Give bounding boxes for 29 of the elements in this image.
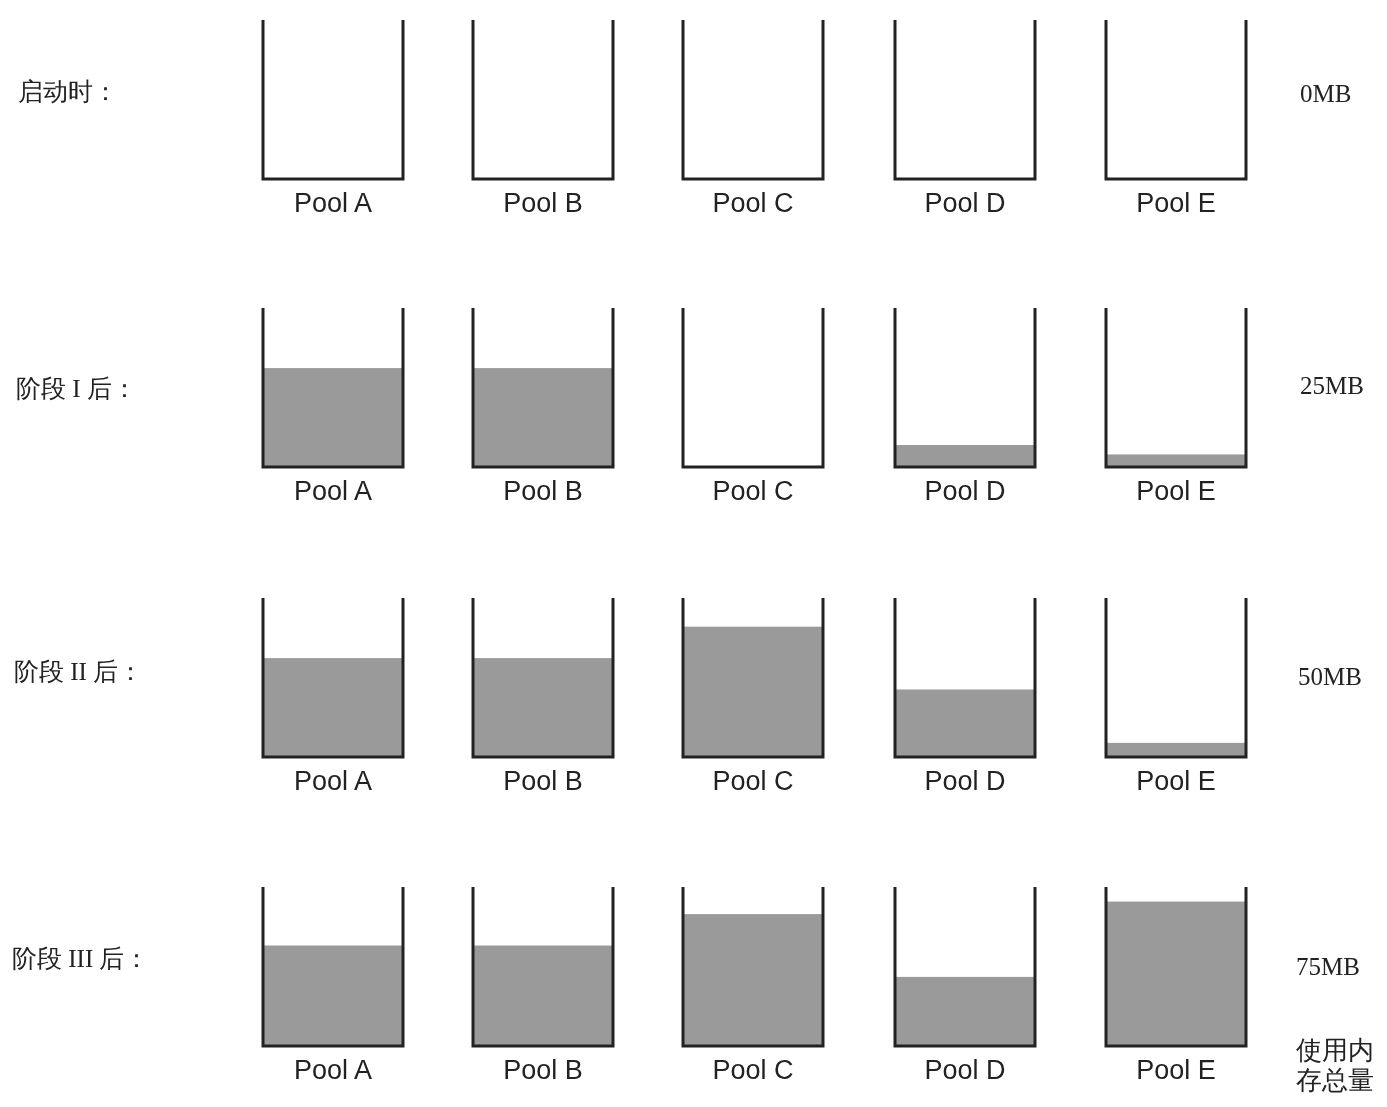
pool-label: Pool C xyxy=(711,1055,795,1086)
pool-label: Pool B xyxy=(502,766,584,797)
pool-label: Pool A xyxy=(292,188,374,219)
pool-label: Pool D xyxy=(923,1055,1007,1086)
memory-total: 25MB xyxy=(1300,372,1364,400)
memory-total: 75MB xyxy=(1296,953,1360,981)
pool-label: Pool C xyxy=(711,766,795,797)
pool-label: Pool C xyxy=(711,476,795,507)
pool-label: Pool E xyxy=(1135,1055,1217,1086)
axis-caption: 使用内存总量 xyxy=(1296,1036,1375,1096)
pool-label: Pool A xyxy=(292,476,374,507)
stage-label: 阶段 III 后： xyxy=(12,944,150,974)
pool-label: Pool E xyxy=(1135,766,1217,797)
pool-label: Pool D xyxy=(923,188,1007,219)
stage-label: 阶段 II 后： xyxy=(14,657,144,687)
pool-label: Pool B xyxy=(502,188,584,219)
pool-label: Pool D xyxy=(923,766,1007,797)
pool-label: Pool B xyxy=(502,1055,584,1086)
stage-label: 启动时： xyxy=(18,77,118,107)
memory-total: 0MB xyxy=(1300,80,1352,108)
pool-label: Pool C xyxy=(711,188,795,219)
pool-label: Pool A xyxy=(292,1055,374,1086)
stage-label: 阶段 I 后： xyxy=(16,374,137,404)
pool-label: Pool D xyxy=(923,476,1007,507)
pool-label: Pool E xyxy=(1135,476,1217,507)
pool-label: Pool B xyxy=(502,476,584,507)
memory-total: 50MB xyxy=(1298,663,1362,691)
pool-label: Pool E xyxy=(1135,188,1217,219)
pool-label: Pool A xyxy=(292,766,374,797)
